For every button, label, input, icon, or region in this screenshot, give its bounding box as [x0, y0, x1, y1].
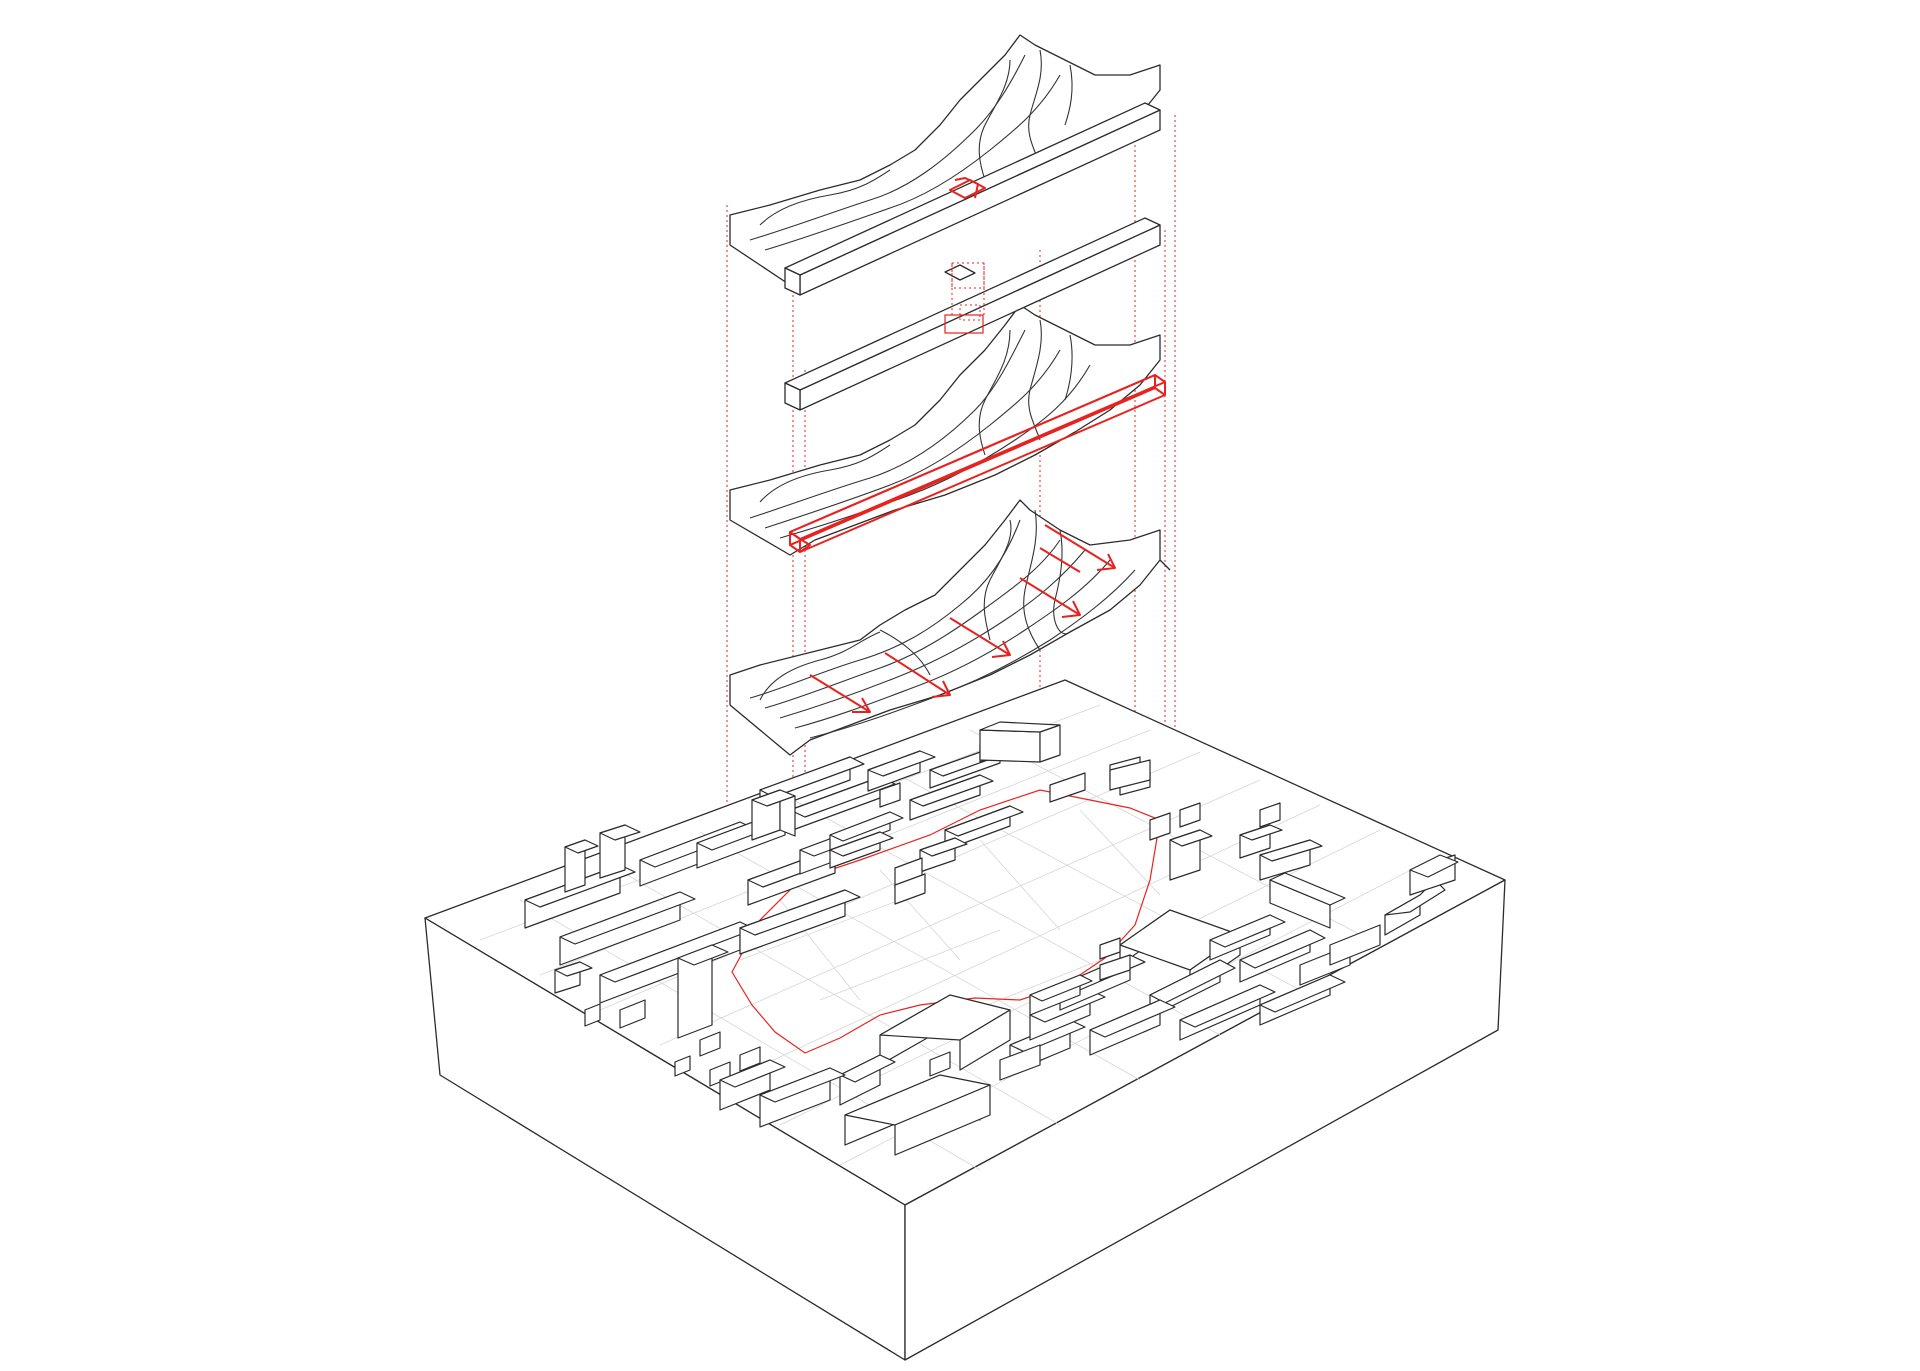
vertical-access-element — [944, 262, 985, 334]
site-boundary — [731, 789, 1161, 1054]
layer-terrain-spine — [729, 304, 1166, 556]
building-cluster-north — [696, 721, 1151, 906]
flow-arrows — [809, 524, 1116, 713]
terrain-slab-3 — [729, 304, 1161, 556]
building-cluster-south — [719, 937, 1176, 1156]
layer-linear-infrastructure — [784, 217, 1161, 411]
entry-arrow — [949, 177, 986, 199]
layer-terrain-flow-arrows — [729, 499, 1171, 756]
layer-terrain-top — [729, 34, 1161, 296]
highlighted-spine — [789, 374, 1166, 553]
linear-element-end — [784, 382, 801, 411]
building-cluster-west — [524, 821, 861, 1087]
urban-context-buildings — [524, 721, 1459, 1156]
